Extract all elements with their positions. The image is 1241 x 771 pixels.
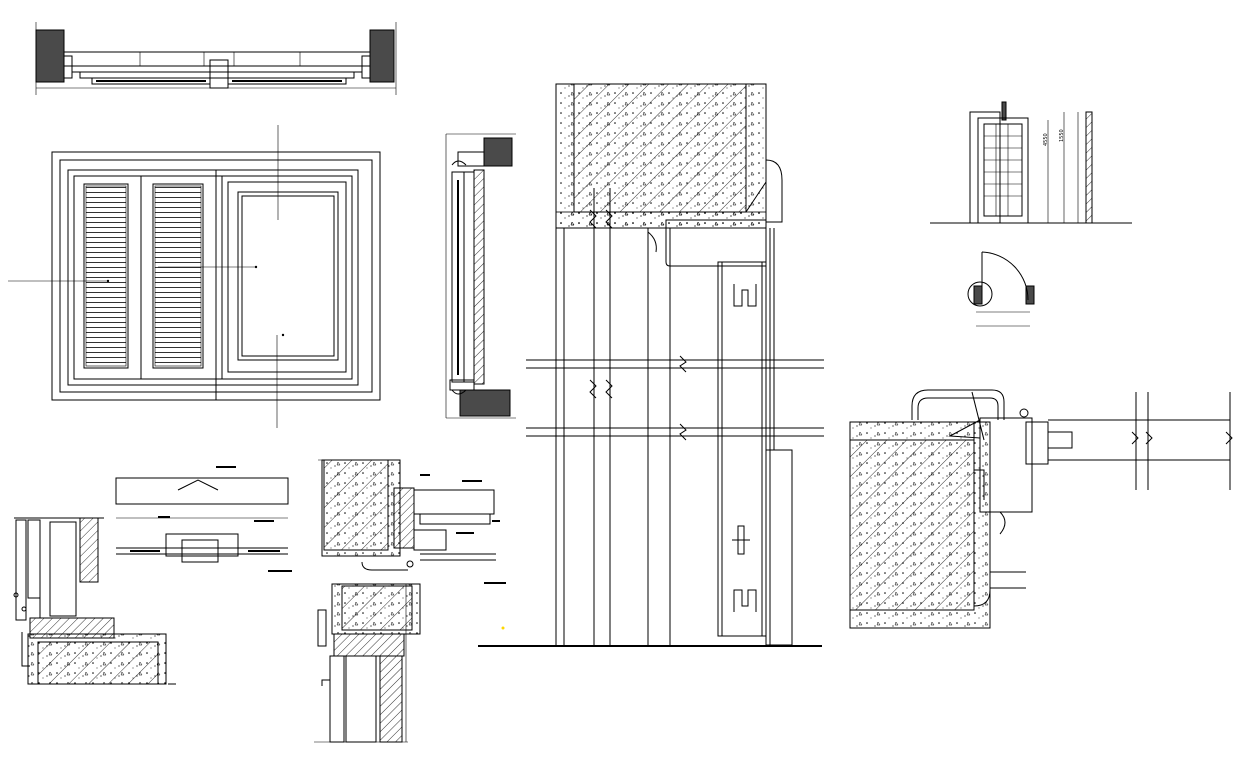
head-detail bbox=[318, 459, 506, 584]
door-plan-section-large bbox=[849, 389, 1233, 629]
door-jamb-section-large bbox=[478, 83, 824, 647]
vertical-section-small bbox=[445, 133, 516, 419]
top-plan-section bbox=[35, 22, 397, 95]
sill-detail bbox=[13, 517, 176, 685]
door-swing-plan bbox=[967, 251, 1035, 327]
transom-detail bbox=[115, 466, 292, 572]
dimension-label-1: 4550 bbox=[1043, 133, 1049, 146]
threshold-detail bbox=[314, 583, 421, 743]
window-elevation bbox=[8, 125, 381, 428]
door-elevation: 4550 1550 bbox=[930, 101, 1132, 224]
dimension-label-2: 1550 bbox=[1059, 129, 1065, 142]
